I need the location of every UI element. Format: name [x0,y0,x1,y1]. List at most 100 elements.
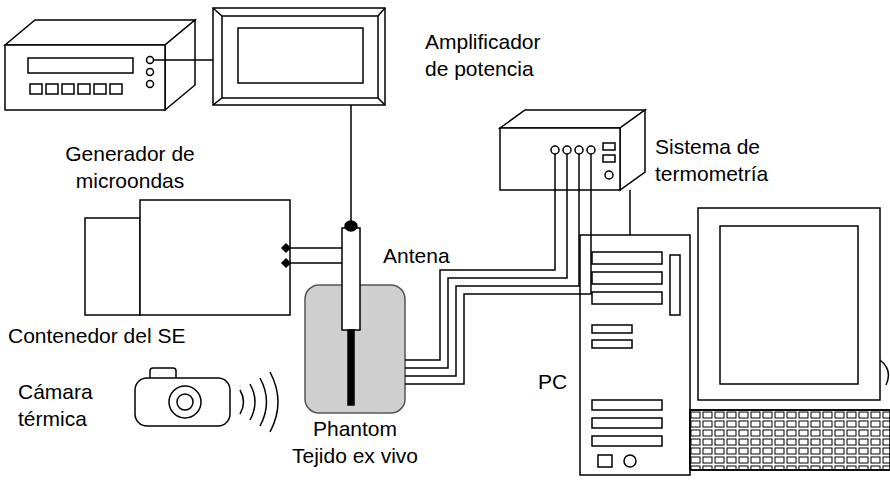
illustration-part [282,244,290,252]
illustration-part [28,58,133,73]
illustration-part [240,390,244,414]
illustration-part [270,372,278,432]
illustration-part [213,8,385,16]
illustration-part [5,45,165,110]
illustration-part [85,218,140,315]
cable-line [405,190,579,376]
label-text: Antena [383,242,473,269]
illustration-part [624,455,636,467]
cable-line [405,190,591,384]
illustration-part [880,360,888,385]
cable-line [290,262,342,264]
cable [290,263,342,264]
illustration-part [690,469,890,471]
illustration-part [250,384,255,420]
generator-box: Generador de microondas [5,20,195,110]
illustration-part [110,84,122,94]
illustration-part [282,259,290,267]
illustration-part [147,69,154,76]
container-drawing [85,200,290,315]
illustration-part [690,410,890,470]
cable [351,105,352,218]
illustration-part [566,154,568,190]
amplifier-box: Amplificador de potencia [213,8,385,105]
illustration-part [350,218,352,226]
illustration-part [177,394,193,410]
illustration-part [5,20,195,45]
label-text: Cámara térmica [18,378,128,433]
illustration-part [169,386,201,418]
illustration-part [690,409,890,411]
cable-line [350,105,352,218]
illustration-part [147,57,154,64]
illustration-part [590,154,592,190]
illustration-part [94,84,106,94]
illustration-part [592,400,662,410]
cable-line [405,190,567,368]
illustration-part [554,154,556,190]
illustration-part [213,98,385,105]
label-text: Generador de microondas [55,140,205,195]
illustration-part [563,146,571,154]
illustration-part [592,325,632,333]
illustration-part [670,255,680,315]
label-text: Amplificador de potencia [425,28,565,83]
illustration-part [500,128,620,190]
illustration-part [46,84,58,94]
cable [405,190,579,376]
label-text: Phantom [270,415,440,442]
node-label: Contenedor del SE [8,322,288,349]
antenna-drawing [342,218,360,405]
cable [405,190,591,384]
phantom-box: PhantomTejido ex vivo [305,285,405,413]
node-label: Antena [383,242,473,269]
illustration-part [213,8,385,105]
illustration-part [342,228,360,330]
illustration-part [587,146,595,154]
illustration-part [689,410,691,470]
illustration-part [605,171,613,179]
illustration-part [377,16,379,98]
generator-drawing [5,20,213,110]
node-label: PhantomTejido ex vivo [270,415,440,470]
cable [405,190,555,360]
illustration-part [592,436,662,446]
cable-line [405,190,555,360]
thermal-camera: Cámara térmica [135,368,230,426]
illustration-part [592,272,662,284]
pc-node: PC [580,235,690,475]
illustration-part [580,235,690,475]
node-label: Sistema de termometría [655,133,825,188]
antenna-node: Antena [342,218,360,405]
cable [630,190,631,235]
computer-drawing [580,208,890,475]
illustration-part [260,378,267,426]
illustration-part [153,59,213,61]
illustration-part [598,455,612,467]
illustration-part [221,16,223,98]
illustration-part [592,418,662,428]
node-label: Generador de microondas [55,140,205,195]
illustration-part [575,146,583,154]
label-text: Contenedor del SE [8,322,288,349]
label-text: Tejido ex vivo [270,442,440,469]
node-label: PC [538,368,578,395]
illustration-part [592,340,632,348]
thermometry-box: Sistema de termometría [500,110,645,190]
thermal-camera-drawing [135,368,278,432]
container-box: Contenedor del SE [85,200,290,315]
illustration-part [147,81,154,88]
label-text: PC [538,368,578,395]
cable [290,248,342,249]
illustration-part [165,20,195,110]
cable-line [290,247,342,249]
illustration-part [238,28,363,83]
illustration-part [62,84,74,94]
cable [405,190,567,368]
illustration-part [135,378,230,426]
illustration-part [620,110,645,190]
illustration-part [578,154,580,190]
illustration-part [720,226,858,384]
illustration-part [78,84,90,94]
